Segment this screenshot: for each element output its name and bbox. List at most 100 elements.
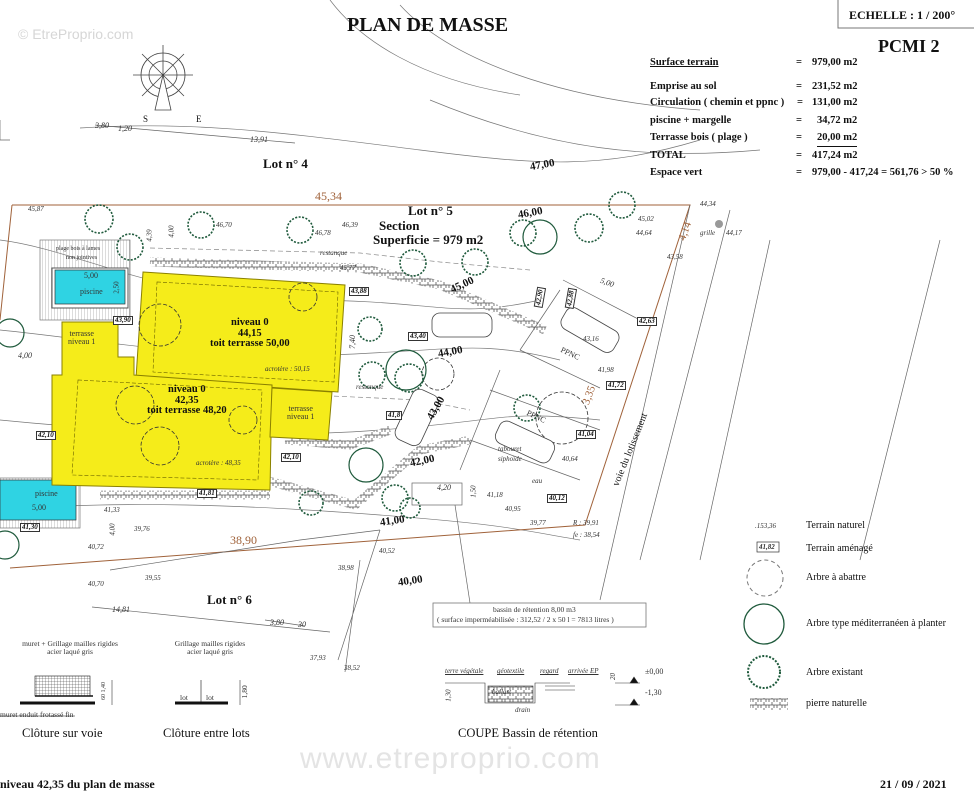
bassin-box	[432, 602, 647, 628]
dimension: 14,81	[112, 605, 130, 614]
elevation: 44,34	[700, 200, 716, 208]
surface-label: Circulation ( chemin et ppnc )	[650, 97, 785, 108]
equals: =	[796, 167, 802, 178]
elevation-boxed: 42,10	[281, 453, 301, 462]
building-roof: toit terrasse 48,20	[147, 405, 227, 416]
grille-icon	[715, 220, 723, 228]
watermark: © EtreProprio.com	[18, 26, 134, 42]
pool-label: piscine	[80, 287, 103, 296]
pool-width: 2,50	[112, 281, 121, 294]
building-upper-label: niveau 0 44,15 toit terrasse 50,00	[210, 317, 290, 350]
legend-label: Arbre à abattre	[806, 572, 866, 583]
watermark-center: www.etreproprio.com	[300, 742, 601, 775]
grille-label: grille	[700, 229, 716, 237]
scale-label: ECHELLE : 1 / 200°	[849, 8, 956, 22]
elevation-boxed: 41,72	[606, 381, 626, 390]
coupe-label: géotextile	[497, 667, 525, 675]
elevation: 37,93	[310, 654, 326, 662]
elevation: 46,78	[315, 229, 331, 237]
lot-lines	[0, 120, 941, 673]
parked-cars	[394, 307, 620, 464]
bassin-line-1: bassin de rétention 8,00 m3	[493, 605, 576, 614]
pool-length: 5,00	[84, 271, 98, 280]
legend-label: Arbre existant	[806, 667, 863, 678]
fence-lots-desc: Grillage mailles rigides acier laqué gri…	[150, 640, 270, 655]
pool-2	[0, 479, 77, 521]
building-elevation: 42,35	[174, 394, 199, 406]
terrace-text: niveau 1	[68, 337, 96, 346]
fence-road-dims: 60 1,40	[101, 682, 107, 700]
surface-value: 417,24 m2	[812, 150, 858, 161]
coupe-label: drain	[515, 706, 531, 714]
elevation: 43,58	[667, 253, 683, 261]
elevation: 43,16	[583, 335, 599, 343]
elevation: 41,33	[104, 506, 120, 514]
lot-label: lot	[206, 693, 214, 702]
elevation: 40,70	[88, 580, 104, 588]
superficie-label: Superficie = 979 m2	[373, 232, 484, 247]
surface-value: 34,72 m2	[817, 115, 858, 126]
lot-5-label: Lot n° 5	[408, 203, 453, 218]
legend-label: Terrain naturel	[806, 520, 865, 531]
dimension: 4,20	[437, 483, 451, 492]
dashed-circle-icon	[746, 559, 784, 597]
elevation: 40,64	[562, 455, 578, 463]
elevation: 40,52	[379, 547, 395, 555]
fence-lots-title: Clôture entre lots	[163, 726, 250, 740]
elevation: 39,55	[145, 574, 161, 582]
desc-line: Grillage mailles rigides	[174, 639, 246, 648]
existing-tree-icon	[747, 655, 781, 689]
restanque-walls	[20, 257, 547, 510]
north-arrow-icon	[133, 45, 193, 111]
elevation-boxed: 41,30	[20, 523, 40, 532]
coupe-label: arrivée EP	[568, 667, 599, 675]
desc-line: acier laqué gris	[47, 646, 93, 656]
manhole-label: siphoïde	[498, 455, 522, 463]
boundary-dimension: 45,34	[315, 189, 342, 203]
trees-to-remove	[115, 282, 589, 466]
building-level: niveau 0	[167, 384, 206, 395]
equals: =	[797, 97, 803, 108]
elevation: 38,98	[338, 564, 354, 572]
trees-to-plant	[0, 219, 558, 560]
section-label: Section	[379, 218, 420, 233]
surface-label: Surface terrain	[650, 57, 719, 68]
plot-boundary	[0, 204, 691, 569]
desc-line: acier laqué gris	[187, 646, 233, 656]
elevation-boxed: 43,90	[113, 316, 133, 325]
elevation: fe : 38,54	[573, 531, 600, 539]
fence-road-desc: muret + Grillage mailles rigides acier l…	[10, 640, 130, 655]
elevation: 40,72	[88, 543, 104, 551]
compass-east: E	[196, 114, 202, 124]
elevation: 4,00	[18, 351, 32, 360]
equals: =	[796, 132, 802, 143]
dimension: 30	[298, 620, 306, 629]
compass-south: S	[143, 114, 149, 124]
coupe-label: ±0,00	[645, 667, 664, 676]
legend-label: Terrain aménagé	[806, 543, 873, 554]
dimension: 1,50	[469, 485, 478, 498]
terrace-text: terrasse	[288, 404, 313, 413]
building-roof: toit terrasse 50,00	[210, 338, 290, 349]
coupe-label: 1,30	[444, 689, 453, 702]
surface-value: 979,00 m2	[812, 57, 858, 68]
equals: =	[796, 57, 802, 68]
elevation: 4,39	[145, 229, 154, 242]
elevation-boxed: 42,10	[36, 431, 56, 440]
fence-lots-dim: 1,80	[239, 685, 249, 699]
surface-value: 231,52 m2	[812, 81, 858, 92]
elevation: 4,00	[167, 225, 176, 238]
lot-4-label: Lot n° 4	[263, 156, 308, 171]
terrace-1-label: terrasse niveau 1	[68, 330, 95, 346]
elevation: 46,39	[342, 221, 358, 229]
surface-value: 131,00 m2	[812, 97, 858, 108]
coupe-label: terre végétale	[445, 667, 484, 675]
elevation: 45,87	[28, 205, 44, 213]
pool-length: 5,00	[32, 503, 46, 512]
fence-road-title: Clôture sur voie	[22, 726, 103, 740]
building-lower-label: niveau 0 42,35 toit terrasse 48,20	[147, 384, 227, 417]
dimension: 13,91	[250, 135, 268, 144]
surface-label: piscine + margelle	[650, 115, 732, 126]
elevation: 7,40	[348, 335, 357, 349]
